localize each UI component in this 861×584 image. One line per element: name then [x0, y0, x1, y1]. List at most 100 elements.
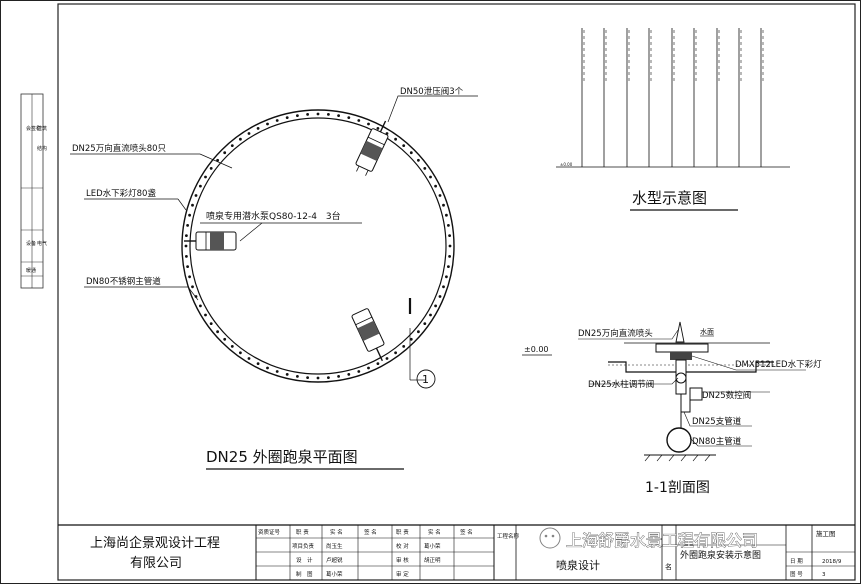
wechat-logo-icon — [539, 527, 561, 549]
label-pump: 喷泉专用潜水泵QS80-12-4 3台 — [206, 210, 341, 222]
nozzle-dot — [230, 345, 234, 348]
nozzle-dot — [448, 234, 451, 238]
ring-pipe-inner — [189, 117, 447, 375]
nozzle-dot — [347, 116, 351, 119]
nozzle-dot — [337, 114, 340, 117]
number-label: 图 号 — [790, 570, 803, 578]
nozzle-dot — [191, 203, 194, 207]
header-qualification: 资质证号 — [258, 528, 281, 536]
nozzle-dot — [185, 255, 188, 258]
nozzle-dots — [184, 112, 452, 380]
nozzle-dot — [306, 113, 309, 116]
margin-label-equipment: 设备 — [26, 240, 36, 247]
nozzle-dot — [230, 144, 234, 148]
nozzle-dot — [216, 330, 220, 334]
nozzle-dot — [316, 112, 320, 116]
margin-label-countersign: 会签栏 — [26, 125, 41, 132]
section-level: ±0.00 — [524, 345, 549, 354]
nozzle-dot — [223, 151, 227, 155]
nozzle-dot — [447, 224, 450, 227]
nozzle-dot — [185, 234, 188, 238]
margin-label-electrical: 电气 — [37, 240, 47, 247]
nozzle-dot — [423, 167, 427, 170]
nozzle-dot — [429, 175, 432, 179]
row2-duty: 设 计 — [296, 556, 313, 564]
nozzle-dot — [417, 330, 420, 334]
label-light: LED水下彩灯80盏 — [86, 188, 156, 199]
nozzle-dot — [434, 304, 437, 308]
nozzle-dot — [266, 366, 269, 370]
nozzle-dot — [448, 244, 452, 248]
water-surface-label: 水面 — [700, 327, 714, 336]
nozzle-dot — [199, 304, 202, 308]
watermark-text: 上海舒爵水景工程有限公司 — [566, 531, 758, 550]
row2-name-2: 胡正明 — [424, 556, 441, 564]
nozzle-dot — [209, 322, 213, 325]
row3-duty-2: 审 定 — [396, 570, 409, 578]
nozzle-dot — [394, 351, 397, 355]
nozzle-dot — [275, 370, 279, 373]
margin-label-structure: 结构 — [37, 145, 47, 152]
section-label-nozzle: DN25万向直流喷头 — [578, 328, 653, 339]
nozzle-dot — [337, 375, 340, 378]
section-light-body — [670, 352, 692, 360]
nozzle-dot — [239, 137, 242, 141]
nozzle-dot — [385, 357, 389, 360]
nozzle-dot — [402, 345, 406, 348]
nozzle-dot — [184, 244, 188, 248]
section-regulating-valve — [675, 372, 687, 384]
basin-floor — [608, 361, 774, 373]
pump-left — [184, 231, 237, 251]
nozzle-dot — [434, 184, 437, 188]
nozzle-dot — [247, 132, 251, 135]
nozzle-dot — [194, 194, 198, 197]
section-label-regulating-valve: DN25水柱调节阀 — [588, 379, 654, 390]
row1-name-2: 葛小荣 — [424, 542, 441, 550]
label-relief-valve: DN50泄压阀3个 — [400, 86, 464, 97]
nozzle-dot — [188, 213, 192, 217]
nozzle-dot — [204, 313, 207, 317]
nozzle-dot — [347, 373, 351, 376]
date-label: 日 期 — [790, 558, 803, 565]
watermark: 上海舒爵水景工程有限公司 — [539, 527, 758, 550]
section-label-branch-pipe: DN25支管道 — [692, 416, 742, 427]
nozzle-dot — [256, 362, 260, 365]
row2-duty-2: 审 核 — [396, 556, 409, 564]
nozzle-dot — [186, 265, 190, 268]
label-nozzle: DN25万向直流喷头80只 — [72, 143, 167, 154]
project-name: 喷泉设计 — [556, 558, 600, 572]
nozzle-dot — [266, 122, 269, 126]
row1-duty-2: 校 对 — [396, 542, 409, 550]
phase: 施工图 — [816, 529, 836, 538]
section-label-main-pipe: DN80主管道 — [692, 436, 742, 447]
nozzle-dot — [275, 119, 279, 122]
nozzle-dot — [376, 126, 380, 130]
margin-label-architecture: 建筑 — [37, 125, 47, 132]
nozzle-dot — [357, 370, 361, 373]
header-duty-2: 职 责 — [396, 528, 409, 536]
nozzle-dot — [367, 366, 370, 370]
nozzle-dot — [417, 158, 420, 162]
plan-title: DN25 外圈跑泉平面图 — [206, 448, 358, 466]
section-main-pipe — [666, 427, 692, 453]
nozzle-dot — [376, 362, 380, 365]
section-title: 1-1剖面图 — [645, 480, 710, 496]
nozzle-dot — [442, 203, 445, 207]
nozzle-dot — [204, 175, 207, 179]
nozzle-dot — [296, 375, 299, 378]
date-value: 2018/9 — [822, 559, 842, 565]
nozzle-dot — [239, 351, 242, 355]
section-nozzle — [675, 321, 685, 343]
drawing-frame — [57, 3, 856, 581]
nozzle-dot — [448, 255, 451, 258]
section-label-control-valve: DN25数控阀 — [702, 390, 751, 401]
number-value: 3 — [822, 572, 826, 578]
nozzle-dot — [285, 116, 289, 119]
waterform-ground-text: ±0.00 — [560, 162, 573, 167]
nozzle-dot — [409, 337, 413, 341]
nozzle-dot — [357, 119, 361, 122]
section-view: ±0.00 水面 DN25万向直流 — [522, 321, 822, 496]
nozzle-dot — [442, 285, 445, 289]
project-label: 工程名称 — [497, 532, 520, 540]
